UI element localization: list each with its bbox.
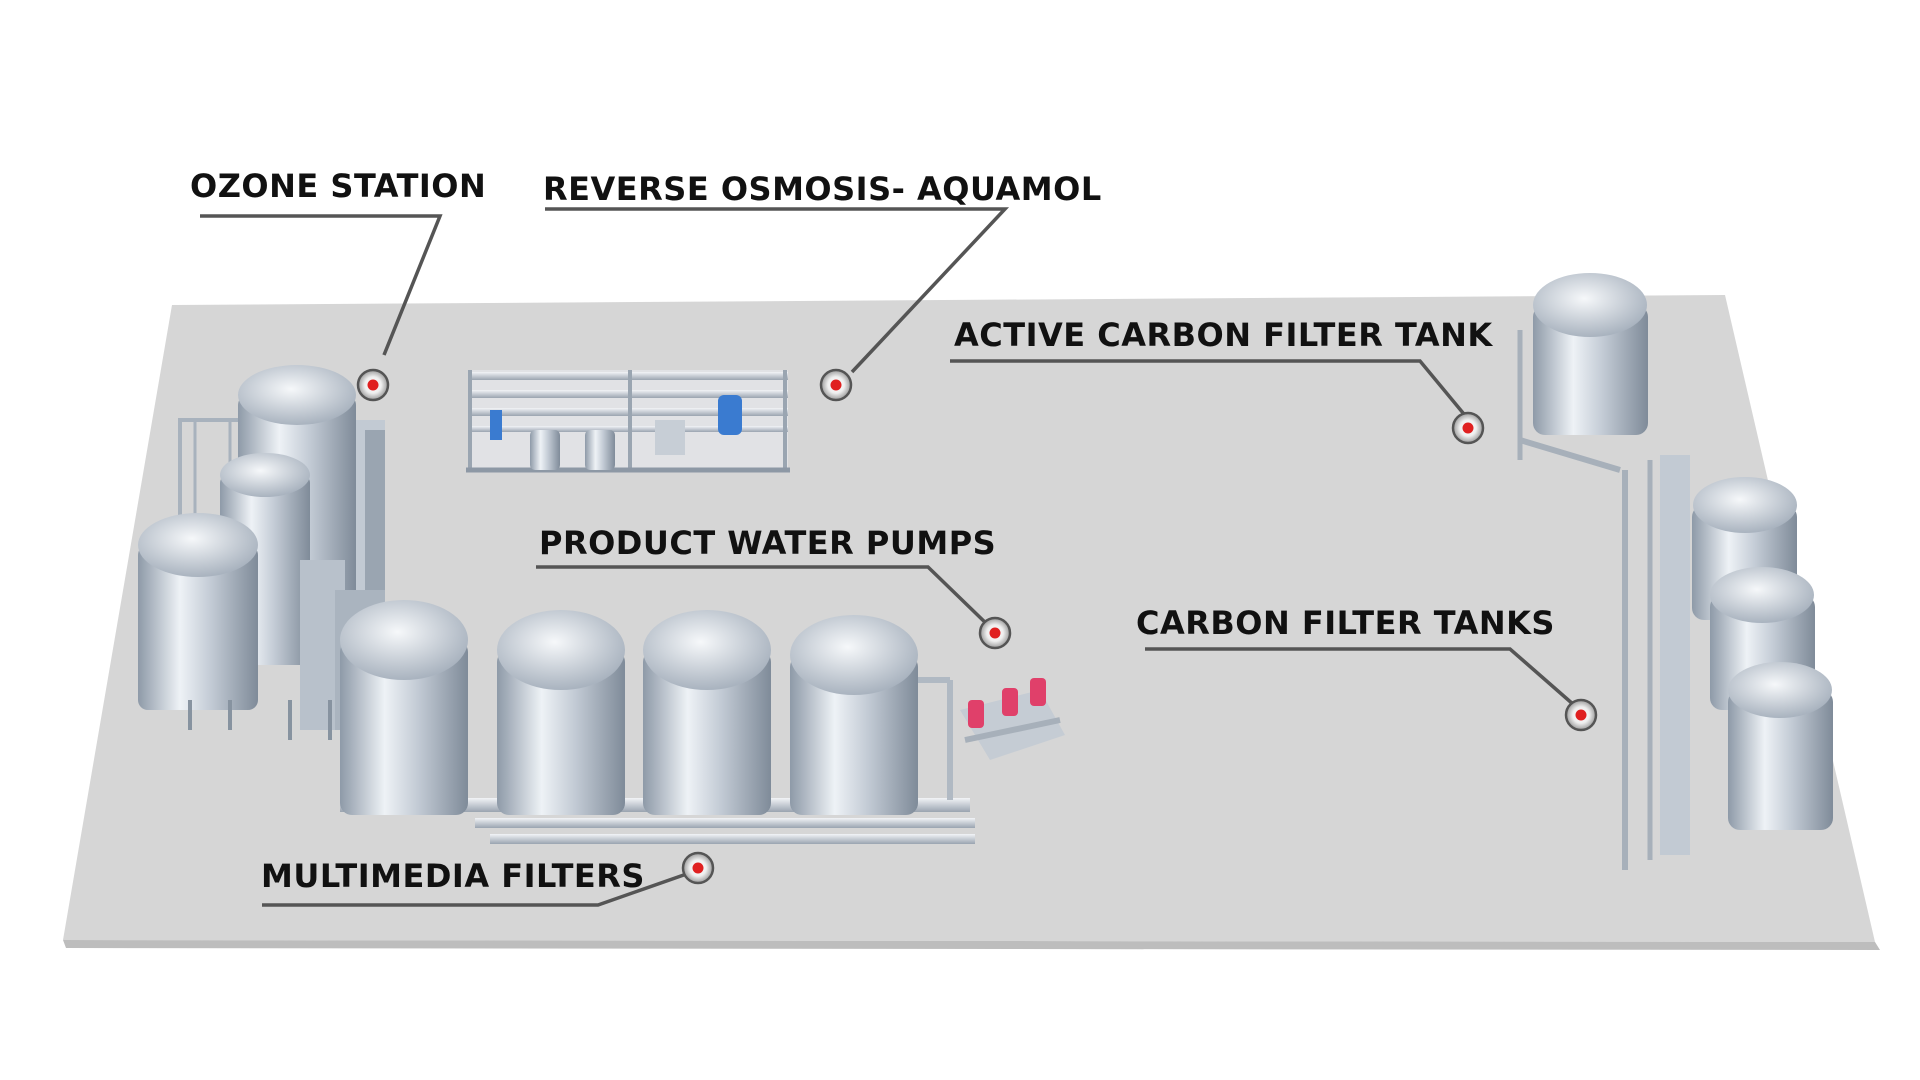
- hotspot-ozone-station[interactable]: [356, 368, 390, 402]
- hotspot-active-carbon-filter-tank[interactable]: [1451, 411, 1485, 445]
- label-multimedia-filters: MULTIMEDIA FILTERS: [261, 857, 645, 895]
- label-ozone-station: OZONE STATION: [190, 167, 487, 205]
- label-product-water-pumps: PRODUCT WATER PUMPS: [539, 524, 997, 562]
- leader-line-active-carbon: [950, 359, 1475, 427]
- leader-line-multimedia: [262, 868, 699, 907]
- hotspot-reverse-osmosis[interactable]: [819, 368, 853, 402]
- label-reverse-osmosis: REVERSE OSMOSIS- AQUAMOL: [543, 170, 1102, 208]
- label-carbon-filter-tanks: CARBON FILTER TANKS: [1136, 604, 1555, 642]
- leader-line-carbon-tanks: [1145, 647, 1584, 714]
- hotspot-product-water-pumps[interactable]: [978, 616, 1012, 650]
- active-carbon-filter-tank-equipment: [1517, 273, 1648, 473]
- hotspot-carbon-filter-tanks[interactable]: [1564, 698, 1598, 732]
- leader-lines: [200, 207, 1584, 907]
- product-water-pumps-equipment: [960, 678, 1065, 760]
- reverse-osmosis-skid: [466, 370, 790, 473]
- carbon-filter-tanks-equipment: [1622, 455, 1833, 870]
- label-active-carbon-filter-tank: ACTIVE CARBON FILTER TANK: [954, 316, 1493, 354]
- multimedia-filters-equipment: [340, 600, 975, 844]
- leader-line-ozone: [200, 214, 443, 356]
- leader-line-reverse-osmosis: [545, 207, 1010, 374]
- leader-line-product-pumps: [536, 565, 994, 631]
- hotspot-multimedia-filters[interactable]: [681, 851, 715, 885]
